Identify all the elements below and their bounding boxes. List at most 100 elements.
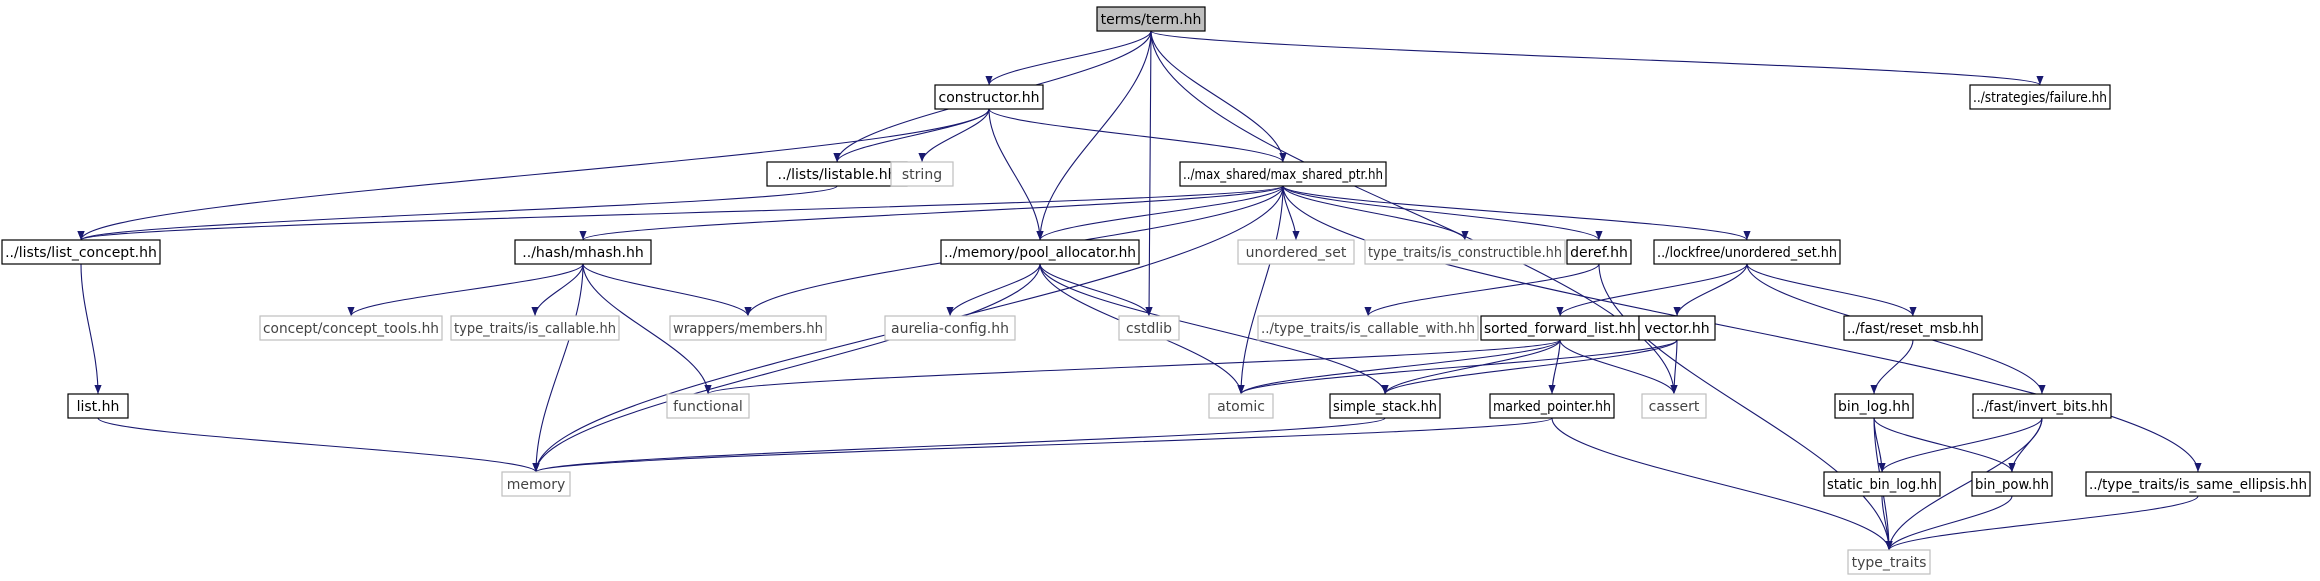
edge-constructor-to-pool_allocator	[988, 108, 1044, 241]
node-label-members: wrappers/members.hh	[673, 321, 823, 337]
node-memory: memory	[501, 471, 571, 497]
node-box-list_concept	[1, 239, 161, 265]
node-label-cstdlib: cstdlib	[1126, 321, 1172, 337]
node-label-lockfree: ../lockfree/unordered_set.hh	[1657, 245, 1837, 261]
edge-simple_stack-to-memory	[532, 417, 1386, 473]
edge-invert_bits-to-static_bin_log	[1878, 417, 2043, 473]
node-label-aurelia_config: aurelia-config.hh	[891, 321, 1009, 337]
node-pool_allocator[interactable]: ../memory/pool_allocator.hh	[940, 239, 1140, 265]
edge-max_shared-to-atomic	[1237, 185, 1284, 395]
node-constructor[interactable]: constructor.hh	[934, 84, 1044, 110]
node-box-marked_pointer	[1489, 393, 1615, 419]
node-invert_bits[interactable]: ../fast/invert_bits.hh	[1972, 393, 2112, 419]
edge-mhash-to-concept_tools	[347, 263, 584, 317]
node-label-invert_bits: ../fast/invert_bits.hh	[1976, 399, 2108, 415]
node-box-string	[890, 161, 954, 187]
node-box-bin_pow	[1971, 471, 2053, 497]
node-simple_stack[interactable]: simple_stack.hh	[1329, 393, 1441, 419]
node-label-list_concept: ../lists/list_concept.hh	[5, 245, 157, 261]
node-is_same_ellipsis[interactable]: ../type_traits/is_same_ellipsis.hh	[2085, 471, 2311, 497]
edge-max_shared-to-lockfree	[1282, 185, 1751, 241]
node-marked_pointer[interactable]: marked_pointer.hh	[1489, 393, 1615, 419]
node-box-members	[669, 315, 827, 341]
edge-invert_bits-to-bin_pow	[2008, 417, 2043, 473]
edge-mhash-to-is_callable	[531, 263, 584, 317]
node-box-constructor	[934, 84, 1044, 110]
node-box-functional	[666, 393, 750, 419]
node-bin_log[interactable]: bin_log.hh	[1834, 393, 1914, 419]
node-failure[interactable]: ../strategies/failure.hh	[1969, 84, 2111, 110]
node-members: wrappers/members.hh	[669, 315, 827, 341]
edge-max_shared-to-list_concept	[77, 185, 1284, 241]
node-label-is_callable: type_traits/is_callable.hh	[454, 321, 616, 337]
edge-is_same_ellipsis-to-type_traits	[1885, 495, 2199, 551]
node-label-atomic: atomic	[1217, 399, 1265, 415]
node-concept_tools: concept/concept_tools.hh	[259, 315, 443, 341]
node-unordered_set: unordered_set	[1237, 239, 1355, 265]
node-lockfree[interactable]: ../lockfree/unordered_set.hh	[1653, 239, 1841, 265]
node-list_concept[interactable]: ../lists/list_concept.hh	[1, 239, 161, 265]
edge-mhash-to-functional	[582, 263, 712, 395]
edge-constructor-to-list_concept	[77, 108, 990, 241]
node-label-pool_allocator: ../memory/pool_allocator.hh	[944, 245, 1136, 261]
edge-max_shared-to-deref	[1282, 185, 1603, 241]
node-mhash[interactable]: ../hash/mhash.hh	[514, 239, 652, 265]
edge-lockfree-to-vector	[1673, 263, 1748, 317]
edge-pool_allocator-to-memory	[532, 263, 1041, 473]
node-box-is_constructible	[1364, 239, 1566, 265]
edge-bin_log-to-bin_pow	[1873, 417, 2016, 473]
node-reset_msb[interactable]: ../fast/reset_msb.hh	[1843, 315, 1983, 341]
node-vector[interactable]: vector.hh	[1638, 315, 1716, 341]
node-static_bin_log[interactable]: static_bin_log.hh	[1823, 471, 1941, 497]
edge-pool_allocator-to-aurelia_config	[946, 263, 1041, 317]
node-term[interactable]: terms/term.hh	[1096, 6, 1206, 32]
node-label-deref: deref.hh	[1570, 245, 1628, 261]
node-label-functional: functional	[673, 399, 743, 415]
edge-bin_pow-to-type_traits	[1885, 495, 2013, 551]
edge-vector-to-atomic	[1237, 339, 1678, 395]
edge-deref-to-is_callable_with	[1364, 263, 1600, 317]
node-label-string: string	[902, 167, 942, 183]
node-sorted_forward_list[interactable]: sorted_forward_list.hh	[1480, 315, 1640, 341]
node-label-bin_pow: bin_pow.hh	[1975, 477, 2049, 493]
node-label-is_constructible: type_traits/is_constructible.hh	[1368, 245, 1562, 261]
node-label-simple_stack: simple_stack.hh	[1333, 399, 1437, 415]
node-box-vector	[1638, 315, 1716, 341]
node-listable[interactable]: ../lists/listable.hh	[766, 161, 908, 187]
node-list[interactable]: list.hh	[67, 393, 129, 419]
node-label-sorted_forward_list: sorted_forward_list.hh	[1484, 321, 1636, 337]
edge-lockfree-to-sorted_forward_list	[1556, 263, 1748, 317]
edge-pool_allocator-to-simple_stack	[1039, 263, 1389, 395]
node-box-cassert	[1641, 393, 1707, 419]
node-bin_pow[interactable]: bin_pow.hh	[1971, 471, 2053, 497]
node-box-static_bin_log	[1823, 471, 1941, 497]
edge-max_shared-to-is_same_ellipsis	[1282, 185, 2202, 473]
node-box-pool_allocator	[940, 239, 1140, 265]
node-deref[interactable]: deref.hh	[1566, 239, 1632, 265]
edge-reset_msb-to-bin_log	[1870, 339, 1914, 395]
edge-constructor-to-string	[918, 108, 990, 163]
edge-term-to-max_shared	[1150, 30, 1287, 163]
edge-invert_bits-to-type_traits	[1885, 417, 2043, 551]
edge-vector-to-simple_stack	[1381, 339, 1678, 395]
edge-deref-to-type_traits	[1598, 263, 1893, 551]
node-label-concept_tools: concept/concept_tools.hh	[263, 321, 439, 337]
edge-mhash-to-memory	[532, 263, 584, 473]
node-box-failure	[1969, 84, 2111, 110]
node-box-deref	[1566, 239, 1632, 265]
node-box-cstdlib	[1118, 315, 1180, 341]
node-max_shared[interactable]: ../max_shared/max_shared_ptr.hh	[1179, 161, 1387, 187]
node-cassert: cassert	[1641, 393, 1707, 419]
edge-term-to-constructor	[985, 30, 1152, 86]
node-box-max_shared	[1179, 161, 1387, 187]
edge-sorted_forward_list-to-functional	[704, 339, 1561, 395]
edge-constructor-to-max_shared	[988, 108, 1287, 163]
node-aurelia_config: aurelia-config.hh	[884, 315, 1016, 341]
node-label-is_callable_with: ../type_traits/is_callable_with.hh	[1261, 321, 1475, 337]
node-is_callable_with: ../type_traits/is_callable_with.hh	[1257, 315, 1479, 341]
node-label-bin_log: bin_log.hh	[1838, 399, 1910, 415]
node-label-is_same_ellipsis: ../type_traits/is_same_ellipsis.hh	[2089, 477, 2307, 493]
edge-listable-to-list_concept	[77, 185, 838, 241]
edge-term-to-cstdlib	[1145, 30, 1153, 317]
node-box-concept_tools	[259, 315, 443, 341]
